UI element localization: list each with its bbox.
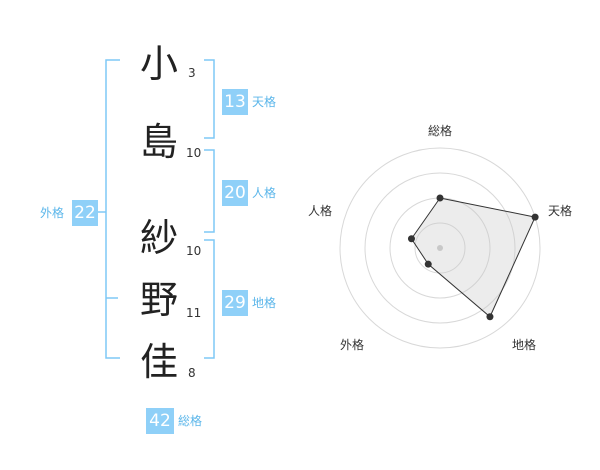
soukaku-label: 総格 xyxy=(178,414,203,428)
radar-point-1 xyxy=(436,194,444,202)
radar-point-2 xyxy=(531,213,539,221)
chikaku-value: 29 xyxy=(222,290,248,316)
gaikaku-bracket xyxy=(105,59,120,359)
name-char-4: 野 xyxy=(140,278,179,322)
jinkaku-label: 人格 xyxy=(252,186,277,200)
radar-label-tenkaku: 天格 xyxy=(548,204,573,218)
radar-chart xyxy=(339,147,541,349)
radar-point-3 xyxy=(486,313,494,321)
radar-polygon xyxy=(410,197,536,318)
radar-ring xyxy=(339,147,541,349)
radar-label-jinkaku: 人格 xyxy=(308,204,333,218)
jinkaku-value: 20 xyxy=(222,180,248,206)
name-char-2: 島 xyxy=(140,120,179,164)
tenkaku-bracket xyxy=(204,59,215,139)
stroke-count-1: 3 xyxy=(188,66,196,80)
gaikaku-label: 外格 xyxy=(40,206,65,220)
soukaku-value: 42 xyxy=(146,408,174,434)
jinkaku-bracket xyxy=(204,149,215,233)
radar-center xyxy=(437,245,443,251)
name-char-1: 小 xyxy=(140,42,179,86)
tenkaku-label: 天格 xyxy=(252,95,277,109)
radar-label-gaikaku: 外格 xyxy=(340,338,365,352)
stroke-count-4: 11 xyxy=(186,306,202,320)
radar-label-chikaku: 地格 xyxy=(512,338,537,352)
chikaku-bracket xyxy=(204,239,215,359)
stroke-count-3: 10 xyxy=(186,244,202,258)
radar-ring xyxy=(414,222,466,274)
radar-point-4 xyxy=(424,260,432,268)
name-char-5: 佳 xyxy=(140,340,179,384)
tenkaku-value: 13 xyxy=(222,89,248,115)
stroke-count-5: 8 xyxy=(188,366,196,380)
gaikaku-value: 22 xyxy=(72,200,98,226)
stroke-count-2: 10 xyxy=(186,146,202,160)
radar-point-5 xyxy=(407,235,415,243)
radar-label-soukaku: 総格 xyxy=(428,124,453,138)
radar-ring xyxy=(364,172,516,324)
chikaku-label: 地格 xyxy=(252,296,277,310)
name-char-3: 紗 xyxy=(140,216,179,260)
